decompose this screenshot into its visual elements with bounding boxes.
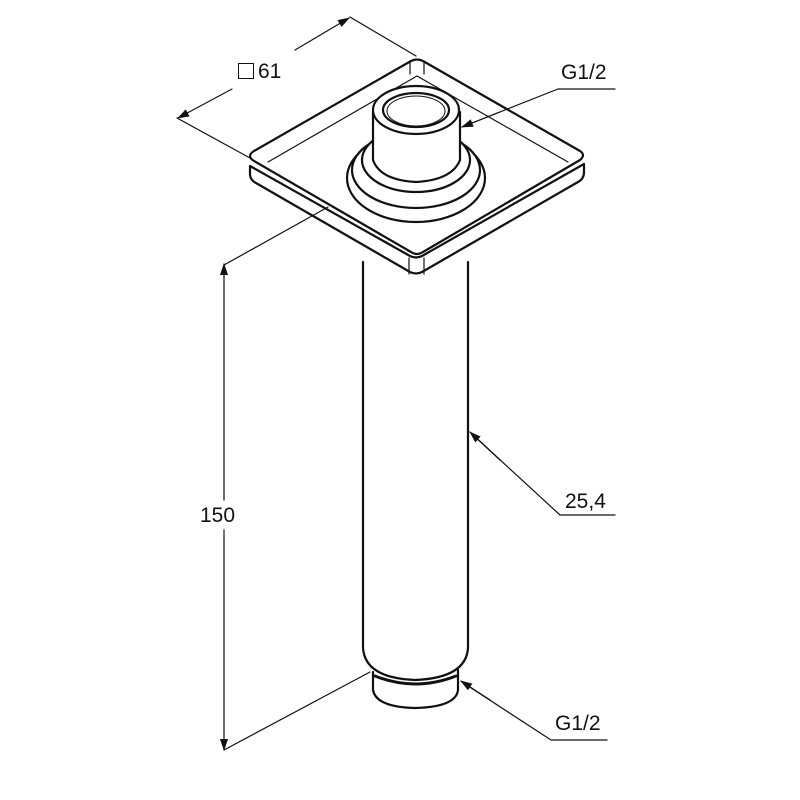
length-label: 150 xyxy=(200,504,236,527)
pipe xyxy=(361,260,470,710)
plate-size-value: 61 xyxy=(258,60,282,83)
square-icon xyxy=(238,63,254,79)
connector xyxy=(345,84,487,224)
top-thread-label: G1/2 xyxy=(561,61,607,84)
bottom-thread-label: G1/2 xyxy=(555,712,601,735)
dimension-lines xyxy=(176,16,616,751)
plate-size-label: 61 xyxy=(238,60,282,83)
pipe-diameter-label: 25,4 xyxy=(565,490,606,513)
